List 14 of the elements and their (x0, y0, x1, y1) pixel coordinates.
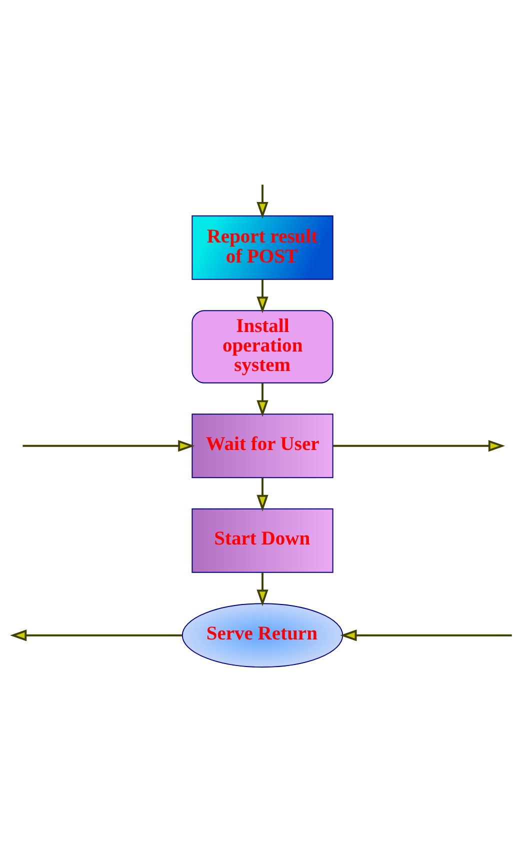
node-box: Report result of POST (192, 215, 334, 280)
arrow (256, 478, 268, 512)
node-box: Install operation system (192, 310, 334, 384)
arrow (340, 630, 512, 642)
arrow (256, 280, 268, 314)
node-box: Wait for User (192, 414, 334, 478)
arrow (256, 383, 268, 417)
arrow (332, 440, 506, 452)
arrow (256, 184, 268, 219)
arrow (22, 440, 195, 452)
node-ellipse: Serve Return (182, 603, 344, 668)
arrow (256, 572, 268, 606)
node-box: Start Down (192, 508, 334, 573)
arrow (10, 630, 182, 642)
